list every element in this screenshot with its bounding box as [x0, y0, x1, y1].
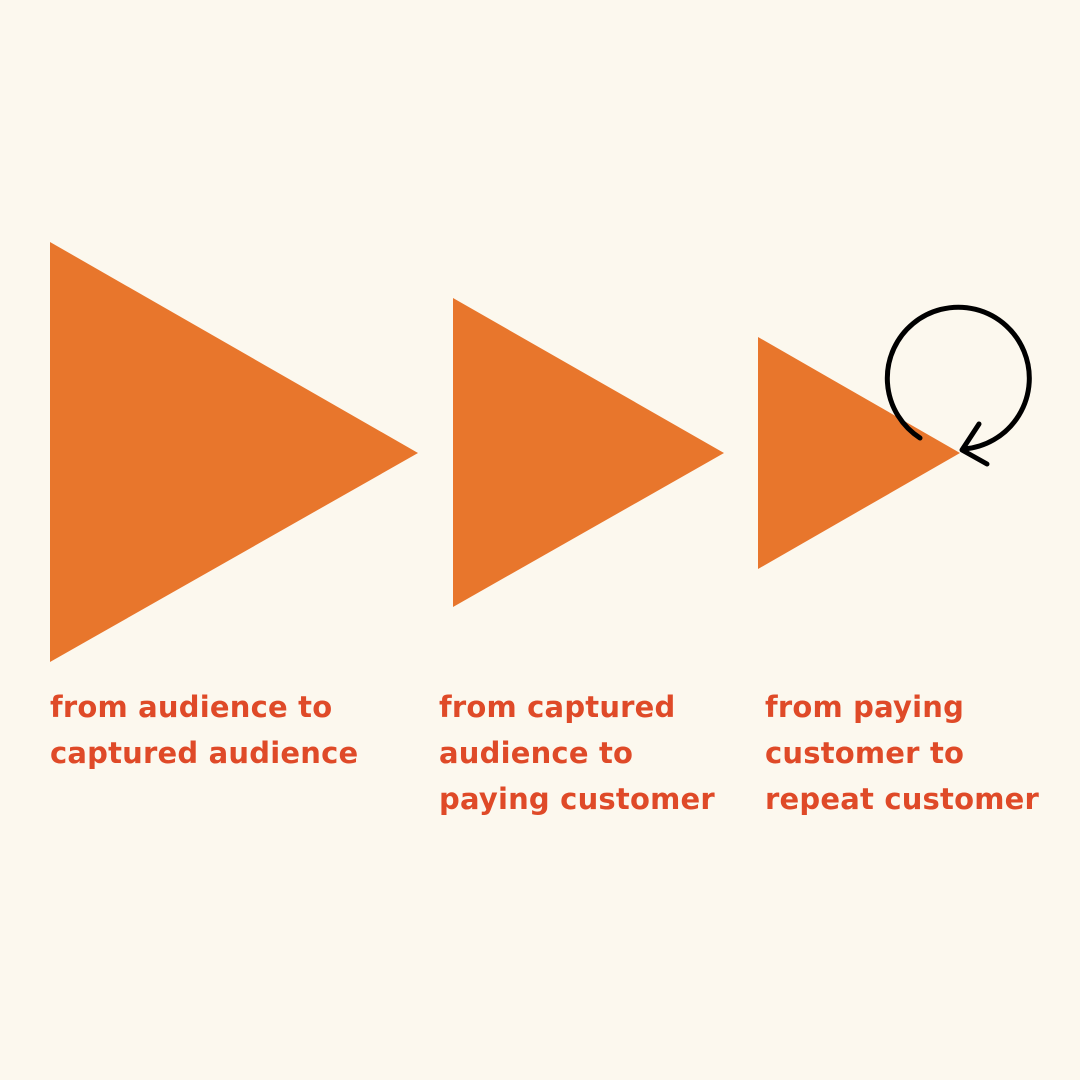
stage-2-caption: from captured audience to paying custome… — [439, 690, 715, 816]
stage-2-triangle-icon — [453, 298, 724, 607]
loop-arrow-icon — [884, 304, 1032, 467]
stage-3-triangle-icon — [758, 337, 960, 569]
stage-1-caption: from audience to captured audience — [50, 690, 359, 770]
stage-3-caption: from paying customer to repeat customer — [765, 690, 1039, 816]
stage-1-triangle-icon — [50, 242, 418, 662]
